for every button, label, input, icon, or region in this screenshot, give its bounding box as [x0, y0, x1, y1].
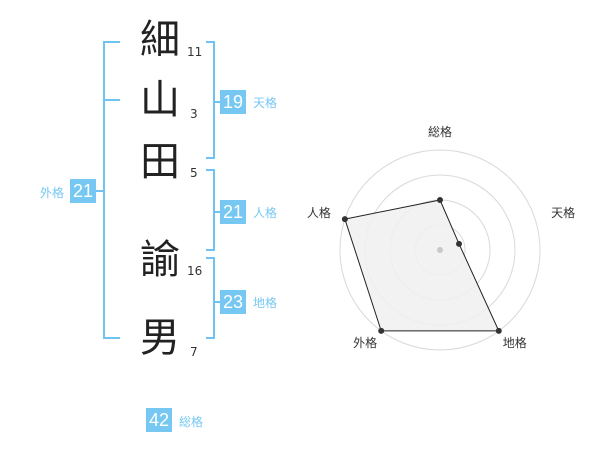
- chikaku-bracket: [206, 257, 215, 339]
- tenkaku-value: 19: [220, 90, 247, 114]
- jinkaku-bracket: [206, 169, 215, 251]
- radar-series-area: [344, 199, 500, 332]
- gaikaku-label: 外格: [40, 186, 65, 200]
- chikaku-label: 地格: [253, 296, 278, 310]
- radar-point-2: [456, 240, 463, 247]
- stroke-count-4: 16: [187, 264, 203, 278]
- gaikaku-value: 21: [70, 179, 97, 203]
- radar-point-4: [378, 327, 385, 334]
- stroke-count-2: 3: [190, 107, 198, 121]
- jinkaku-value: 21: [220, 200, 247, 224]
- radar-axis-label-5: 人格: [307, 205, 331, 220]
- radar-grid-ring-4: [339, 149, 541, 351]
- radar-axis-label-3: 地格: [503, 335, 527, 350]
- radar-center-dot: [437, 247, 443, 253]
- radar-axis-label-1: 総格: [428, 124, 452, 139]
- name-char-2: 山: [140, 77, 180, 123]
- name-char-1: 細: [140, 17, 180, 63]
- stroke-count-1: 11: [187, 45, 203, 59]
- stroke-count-5: 7: [190, 345, 198, 359]
- stroke-count-3: 5: [190, 166, 198, 180]
- soukaku-label: 総格: [179, 415, 204, 429]
- name-char-3: 田: [140, 139, 180, 185]
- tenkaku-label: 天格: [253, 96, 278, 110]
- radar-point-1: [437, 197, 443, 203]
- radar-axis-label-4: 外格: [353, 335, 377, 350]
- name-char-5: 男: [140, 315, 180, 361]
- jinkaku-label: 人格: [253, 206, 278, 220]
- chikaku-value: 23: [220, 290, 247, 314]
- radar-point-3: [495, 327, 502, 334]
- tenkaku-bracket: [206, 41, 215, 159]
- radar-point-5: [341, 216, 348, 223]
- name-char-4: 諭: [140, 237, 180, 283]
- soukaku-value: 42: [146, 408, 173, 432]
- radar-axis-label-2: 天格: [551, 205, 575, 220]
